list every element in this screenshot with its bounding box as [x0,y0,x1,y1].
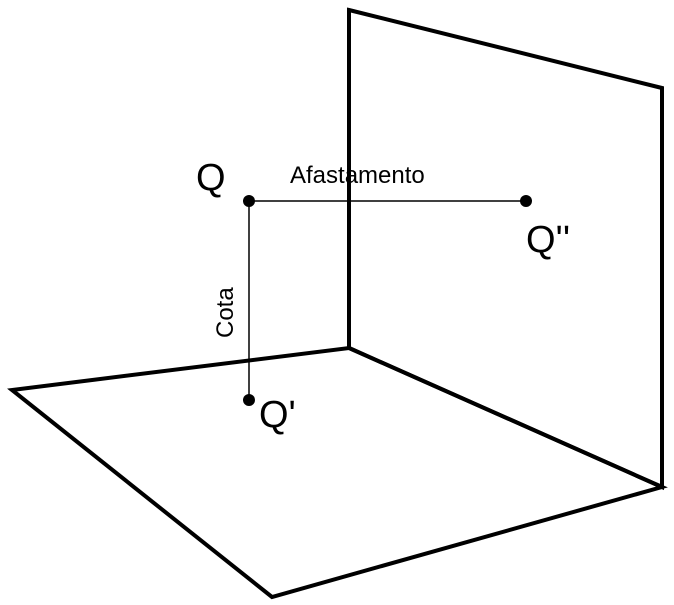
point-q-prime [243,394,255,406]
horizontal-projection-plane [7,345,668,600]
afastamento-label: Afastamento [290,162,425,189]
point-q-double-prime-label: Q'' [526,219,570,261]
point-q-double-prime [520,195,532,207]
cota-label: Cota [212,287,239,338]
point-q-prime-label: Q' [259,394,296,436]
point-q-label: Q [196,157,226,199]
point-q [243,195,255,207]
